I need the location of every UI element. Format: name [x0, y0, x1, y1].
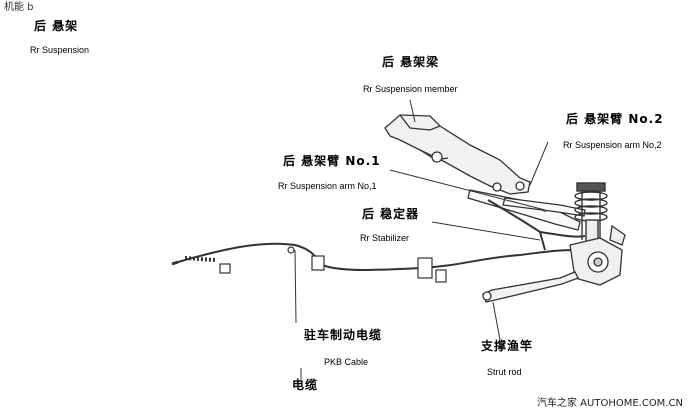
strut-label-en: Strut rod	[487, 367, 522, 377]
strut-label-zh: 支撑渔竿	[481, 339, 534, 353]
title-en: Rr Suspension	[30, 45, 90, 55]
watermark: 汽车之家 AUTOHOME.COM.CN	[537, 398, 683, 409]
arm1-label-en: Rr Suspension arm No,1	[278, 181, 377, 191]
pkb-cable	[171, 242, 576, 271]
page-corner-label: 机能 b	[4, 2, 34, 13]
member-label-en: Rr Suspension member	[363, 84, 458, 94]
arm2-label-en: Rr Suspension arm No,2	[563, 140, 662, 150]
leader-lines	[294, 99, 549, 380]
title-zh: 后 悬架	[34, 19, 79, 33]
suspension-member	[384, 114, 531, 195]
strut-assembly	[574, 182, 608, 251]
wheel-hub	[569, 224, 626, 286]
strut-rod	[482, 271, 579, 303]
pkb-label-en: PKB Cable	[324, 357, 369, 367]
stabilizer-label-en: Rr Stabilizer	[360, 233, 410, 243]
suspension-arm-no2	[502, 197, 586, 217]
pkb-label-zh2: 电缆	[292, 378, 319, 392]
arm2-label-zh: 后 悬架臂 No.2	[566, 112, 664, 126]
pkb-cable-clips	[219, 246, 447, 283]
arm1-label-zh: 后 悬架臂 No.1	[283, 154, 381, 168]
member-label-zh: 后 悬架梁	[382, 55, 440, 69]
pkb-label-zh: 驻车制动电缆	[304, 328, 383, 342]
stabilizer-label-zh: 后 稳定器	[362, 207, 420, 221]
